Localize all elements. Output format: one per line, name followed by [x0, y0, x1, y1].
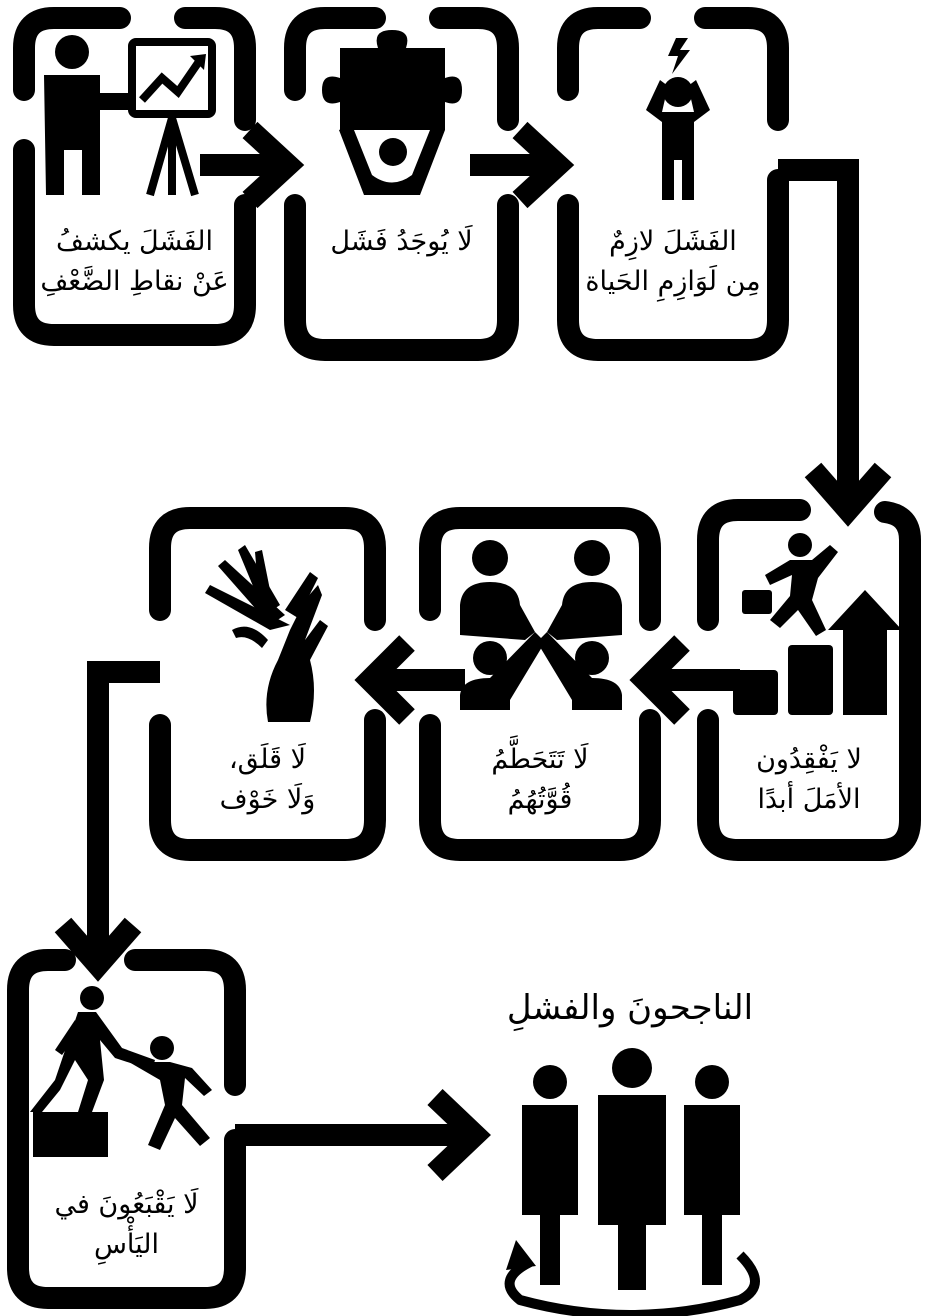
- step-5-line-1: لَا تَتَحَطَّمُ: [491, 744, 589, 775]
- climbing-growth-steps-icon: [733, 533, 902, 715]
- puzzle-piece-person-icon: [322, 30, 462, 195]
- arrow-4-to-5: [629, 635, 740, 725]
- step-3-label: الفَشَلَ لازِمٌ مِن لَوَازِمِ الحَياة: [568, 222, 778, 302]
- arrow-5-to-6: [354, 635, 465, 725]
- step-1-line-2: عَنْ نقاطِ الضَّعْفِ: [40, 266, 229, 297]
- step-1-label: الفَشَلَ يكشفُ عَنْ نقاطِ الضَّعْفِ: [24, 222, 245, 302]
- step-7-label: لَا يَقْبَعُونَ في اليَأْسِ: [18, 1185, 235, 1265]
- arrow-2-to-3: [470, 121, 575, 209]
- step-box-4-frame: [697, 499, 921, 861]
- step-box-2-frame: [284, 7, 519, 361]
- presenter-chart-icon: [44, 35, 216, 197]
- helping-climb-icon: [30, 986, 212, 1157]
- four-people-icon: [460, 540, 622, 710]
- arrow-3-to-4: [778, 159, 892, 527]
- goal-title: الناجحونَ والفشلِ: [506, 988, 754, 1028]
- step-4-label: لا يَفْقِدُون الأمَلَ أبدًا: [708, 740, 910, 820]
- step-6-line-2: وَلَا خَوْف: [219, 784, 316, 815]
- helping-hands-icon: [205, 545, 328, 722]
- step-5-line-2: قُوَّتُهُمُ: [507, 784, 573, 815]
- three-businessmen-icon: [504, 1048, 760, 1316]
- step-box-3-frame: [557, 7, 789, 361]
- step-box-1-frame: [13, 7, 256, 346]
- step-4-line-2: الأمَلَ أبدًا: [757, 784, 861, 815]
- arrow-6-to-7: [54, 661, 160, 982]
- step-3-line-2: مِن لَوَازِمِ الحَياة: [585, 266, 761, 297]
- arrow-7-to-goal: [235, 1089, 491, 1181]
- step-2-label: لَا يُوجَدُ فَشَل: [295, 222, 508, 262]
- stressed-person-icon: [646, 38, 710, 200]
- step-6-label: لَا قَلَق، وَلَا خَوْف: [160, 740, 375, 820]
- step-1-line-1: الفَشَلَ يكشفُ: [56, 226, 213, 257]
- step-5-label: لَا تَتَحَطَّمُ قُوَّتُهُمُ: [430, 740, 650, 820]
- step-6-line-1: لَا قَلَق،: [228, 744, 307, 775]
- step-2-line-1: لَا يُوجَدُ فَشَل: [330, 226, 473, 257]
- step-box-7-frame: [7, 949, 246, 1309]
- step-box-5-frame: [419, 507, 661, 861]
- step-box-6-frame: [149, 507, 386, 861]
- step-4-line-1: لا يَفْقِدُون: [756, 744, 862, 775]
- arrow-1-to-2: [200, 121, 305, 209]
- step-7-line-2: اليَأْسِ: [93, 1229, 160, 1260]
- step-7-line-1: لَا يَقْبَعُونَ في: [54, 1189, 199, 1220]
- step-3-line-1: الفَشَلَ لازِمٌ: [609, 226, 737, 257]
